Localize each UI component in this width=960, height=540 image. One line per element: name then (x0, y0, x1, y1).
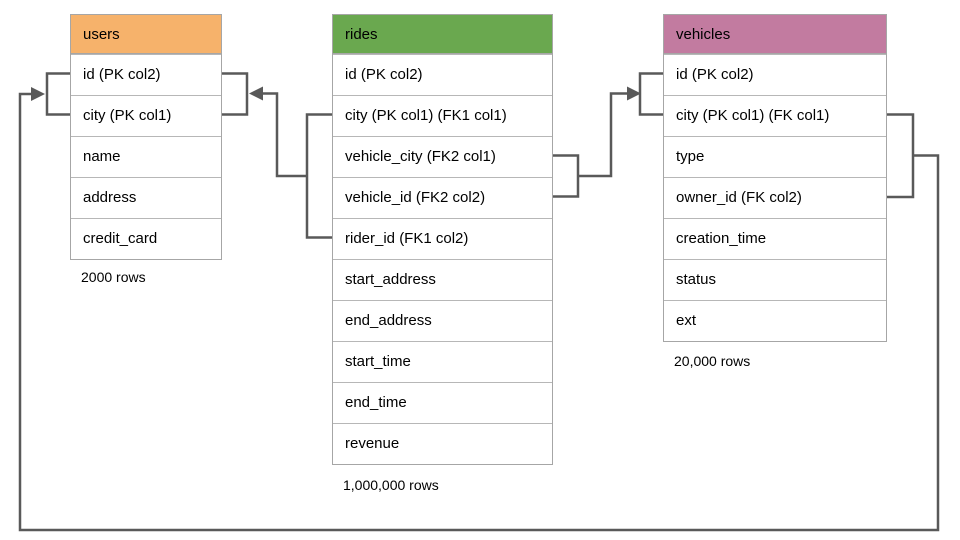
vehicles-row-count: 20,000 rows (674, 353, 751, 369)
rides-column-rider-id: rider_id (FK1 col2) (333, 218, 552, 259)
arrow-to-users-2-icon (31, 87, 45, 101)
rides-fk2-bracket-line (553, 154, 580, 198)
users-pk-right-bracket-line (222, 72, 249, 116)
relationship-rides-vehicles (553, 72, 663, 198)
rides-table-header: rides (333, 15, 552, 54)
relationship-rides-users (222, 72, 332, 239)
rides-column-end-address: end_address (333, 300, 552, 341)
vehicles-column-id: id (PK col2) (664, 54, 886, 95)
vehicles-column-city: city (PK col1) (FK col1) (664, 95, 886, 136)
rides-column-start-time: start_time (333, 341, 552, 382)
vehicles-column-type: type (664, 136, 886, 177)
rides-users-connector-line (263, 92, 307, 178)
rides-column-end-time: end_time (333, 382, 552, 423)
rides-column-city: city (PK col1) (FK1 col1) (333, 95, 552, 136)
vehicles-table-header: vehicles (664, 15, 886, 54)
vehicles-column-owner-id: owner_id (FK col2) (664, 177, 886, 218)
rides-column-start-address: start_address (333, 259, 552, 300)
rides-column-vehicle-id: vehicle_id (FK2 col2) (333, 177, 552, 218)
rides-column-id: id (PK col2) (333, 54, 552, 95)
vehicles-column-creation-time: creation_time (664, 218, 886, 259)
rides-row-count: 1,000,000 rows (343, 477, 439, 493)
users-row-count: 2000 rows (81, 269, 146, 285)
entity-table-users: users id (PK col2) city (PK col1) name a… (70, 14, 222, 260)
users-table-header: users (71, 15, 221, 54)
users-column-id: id (PK col2) (71, 54, 221, 95)
arrow-to-vehicles-icon (627, 86, 641, 101)
rides-column-revenue: revenue (333, 423, 552, 464)
users-pk-left-bracket-line (45, 72, 70, 116)
arrow-to-users-icon (249, 86, 263, 101)
rides-vehicles-connector-line (578, 92, 627, 178)
users-column-name: name (71, 136, 221, 177)
users-column-credit-card: credit_card (71, 218, 221, 259)
rides-column-vehicle-city: vehicle_city (FK2 col1) (333, 136, 552, 177)
vehicles-column-ext: ext (664, 300, 886, 341)
entity-table-vehicles: vehicles id (PK col2) city (PK col1) (FK… (663, 14, 887, 342)
users-column-city: city (PK col1) (71, 95, 221, 136)
entity-table-rides: rides id (PK col2) city (PK col1) (FK1 c… (332, 14, 553, 465)
vehicles-fk-bracket-line (887, 113, 915, 199)
vehicles-pk-left-bracket-line (638, 72, 663, 116)
rides-fk1-bracket-line (305, 113, 332, 239)
vehicles-column-status: status (664, 259, 886, 300)
users-column-address: address (71, 177, 221, 218)
